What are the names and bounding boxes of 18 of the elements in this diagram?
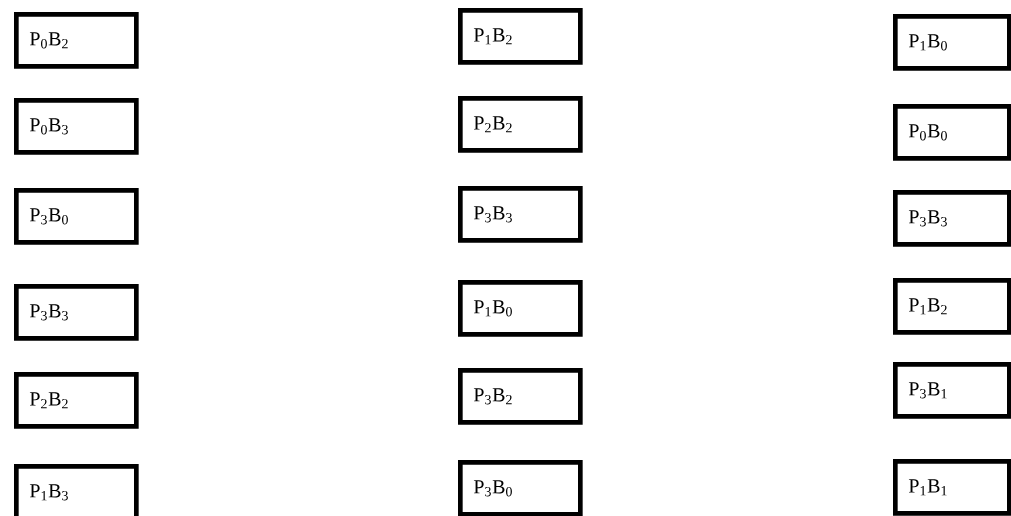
label-box: P$_{3}$B$_{2}$ xyxy=(458,368,583,425)
label-box: P$_{1}$B$_{3}$ xyxy=(14,464,139,516)
label-box: P$_{0}$B$_{3}$ xyxy=(14,98,139,155)
label-box: P$_{1}$B$_{1}$ xyxy=(893,459,1011,516)
label-box: P$_{2}$B$_{2}$ xyxy=(458,96,583,153)
label-box: P$_{3}$B$_{0}$ xyxy=(458,460,583,516)
label-box: P$_{3}$B$_{3}$ xyxy=(893,190,1011,247)
label-box: P$_{3}$B$_{0}$ xyxy=(14,188,139,245)
label-box: P$_{1}$B$_{2}$ xyxy=(458,8,583,65)
label-box: P$_{2}$B$_{2}$ xyxy=(14,372,139,429)
label-box: P$_{3}$B$_{3}$ xyxy=(14,284,139,341)
label-box: P$_{1}$B$_{0}$ xyxy=(458,280,583,337)
label-box: P$_{0}$B$_{0}$ xyxy=(893,104,1011,161)
label-box: P$_{3}$B$_{3}$ xyxy=(458,186,583,243)
label-box: P$_{0}$B$_{2}$ xyxy=(14,12,139,69)
label-box: P$_{3}$B$_{1}$ xyxy=(893,362,1011,419)
label-box: P$_{1}$B$_{0}$ xyxy=(893,14,1011,71)
label-box: P$_{1}$B$_{2}$ xyxy=(893,278,1011,335)
